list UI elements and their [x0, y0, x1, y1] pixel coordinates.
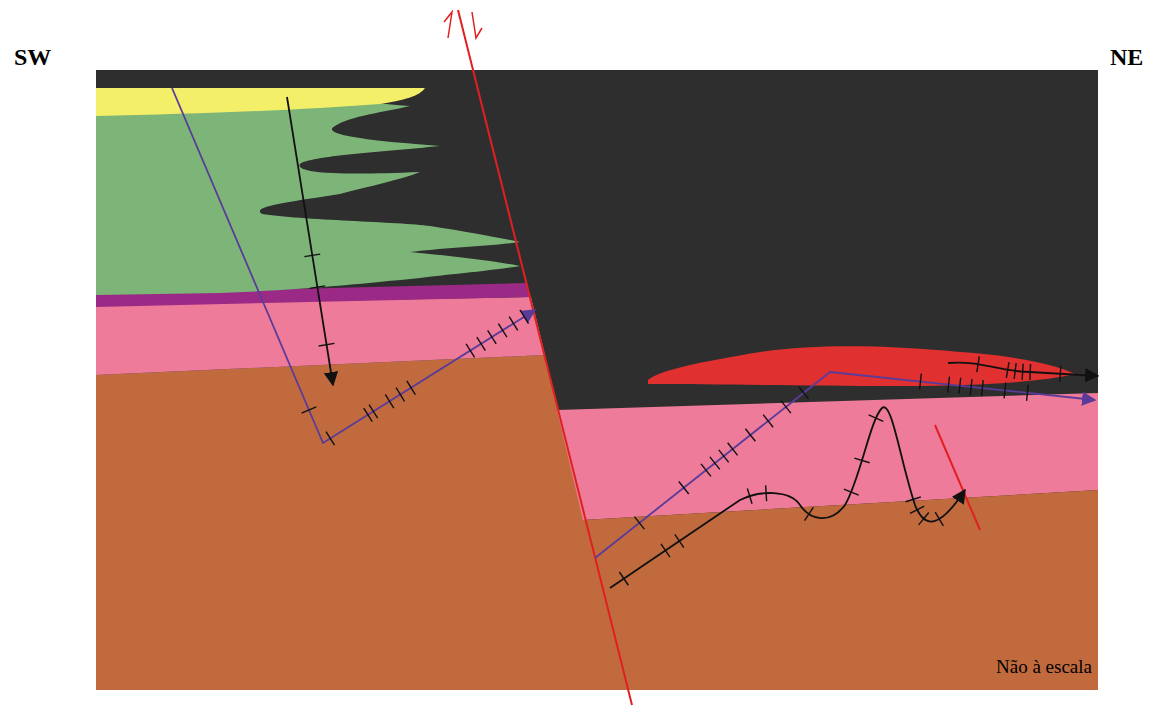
casing-tick: [1027, 385, 1029, 401]
casing-tick: [498, 324, 507, 338]
scale-note: Não à escala: [996, 656, 1092, 678]
red-lens: [648, 346, 1075, 386]
casing-tick: [385, 394, 394, 408]
casing-tick: [935, 512, 943, 526]
deviated-well: [172, 88, 535, 443]
casing-tick: [520, 310, 529, 324]
casing-tick: [326, 432, 335, 446]
sidetrack-well: [610, 407, 965, 588]
casing-tick: [906, 497, 921, 502]
casing-tick: [1004, 383, 1006, 399]
casing-tick: [477, 337, 486, 351]
casing-tick: [745, 429, 755, 442]
basement-right: [583, 490, 1098, 690]
casing-tick: [959, 378, 961, 394]
casing-tick: [701, 464, 711, 477]
casing-tick: [369, 405, 378, 419]
casing-tick: [805, 507, 814, 520]
casing-tick: [948, 377, 950, 393]
casing-tick: [1014, 363, 1016, 379]
casing-tick: [919, 513, 929, 525]
basement-left: [96, 355, 629, 690]
casing-tick: [675, 534, 684, 547]
casing-tick: [309, 286, 325, 289]
main-fault: [458, 10, 632, 705]
vertical-well: [287, 97, 333, 385]
casing-tick: [488, 330, 497, 344]
shale-ground: [96, 70, 1098, 690]
casing-tick: [679, 481, 689, 494]
casing-tick: [854, 458, 869, 463]
casing-tick: [509, 317, 518, 331]
casing-tick: [1059, 366, 1061, 382]
casing-tick: [364, 408, 373, 422]
casing-tick: [781, 401, 791, 414]
casing-tick: [710, 457, 720, 470]
yellow-layer: [96, 88, 425, 116]
casing-tick: [319, 343, 335, 346]
casing-tick: [982, 380, 984, 396]
casing-tick: [844, 489, 859, 495]
casing-tick: [1006, 362, 1009, 378]
casing-tick: [747, 489, 752, 504]
casing-tick: [1022, 364, 1023, 380]
fault-sense-arrow: [472, 12, 482, 38]
horizontal-well: [595, 372, 1095, 558]
casing-tick: [466, 344, 475, 358]
fault-sense-arrow: [444, 12, 452, 38]
direction-label: SW: [14, 44, 51, 71]
green-facies: [96, 96, 520, 295]
casing-tick: [396, 388, 405, 402]
casing-tick: [719, 450, 729, 463]
casing-tick: [970, 379, 972, 395]
casing-tick: [869, 415, 884, 421]
casing-tick: [977, 356, 980, 372]
casing-tick: [619, 572, 628, 585]
casing-tick: [634, 517, 644, 530]
casing-tick: [910, 506, 924, 513]
direction-label: NE: [1110, 44, 1143, 71]
casing-tick: [728, 443, 738, 456]
casing-tick: [304, 254, 320, 257]
casing-tick: [765, 485, 767, 501]
casing-tick: [799, 387, 809, 400]
casing-tick: [920, 374, 922, 390]
casing-tick: [763, 415, 773, 428]
minor-fault: [935, 425, 980, 530]
casing-tick: [1029, 364, 1031, 380]
casing-tick: [407, 381, 416, 395]
casing-tick: [302, 407, 317, 413]
casing-tick: [661, 544, 670, 557]
